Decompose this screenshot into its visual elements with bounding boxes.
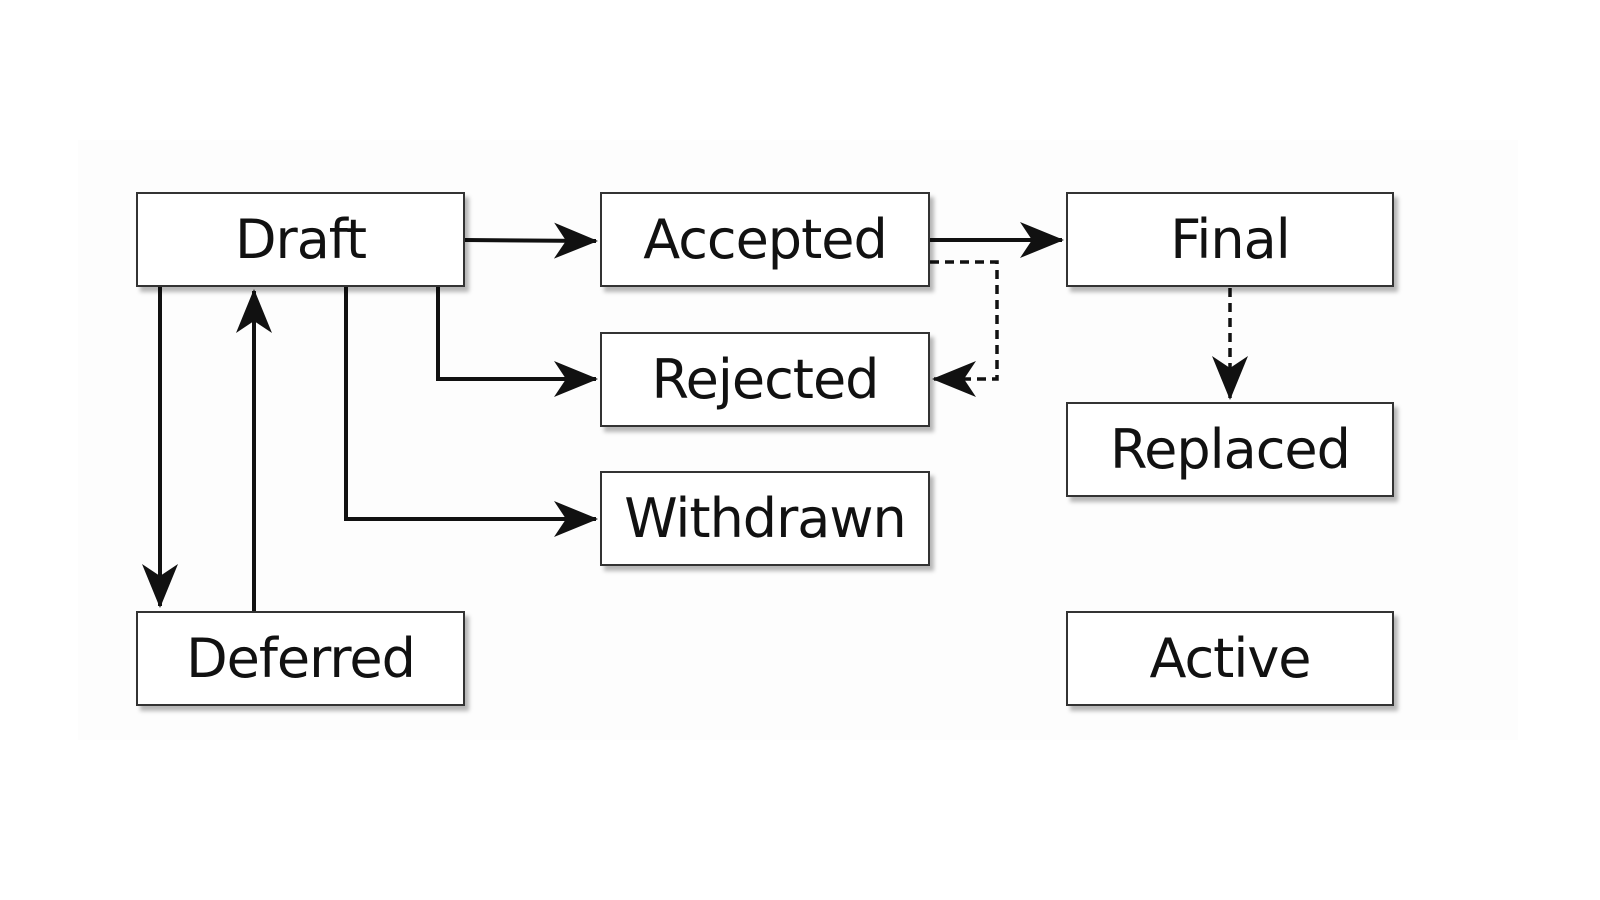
node-draft: Draft xyxy=(136,192,465,287)
edge-draft-to-withdrawn xyxy=(344,287,598,537)
node-active: Active xyxy=(1066,611,1394,706)
node-deferred: Deferred xyxy=(136,611,465,706)
edge-accepted-to-rejected xyxy=(930,260,999,397)
node-accepted: Accepted xyxy=(600,192,930,287)
node-final: Final xyxy=(1066,192,1394,287)
node-withdrawn: Withdrawn xyxy=(600,471,930,566)
edge-draft-to-accepted xyxy=(464,222,598,259)
node-rejected: Rejected xyxy=(600,332,930,427)
edge-draft-to-rejected xyxy=(436,287,598,397)
node-replaced: Replaced xyxy=(1066,402,1394,497)
